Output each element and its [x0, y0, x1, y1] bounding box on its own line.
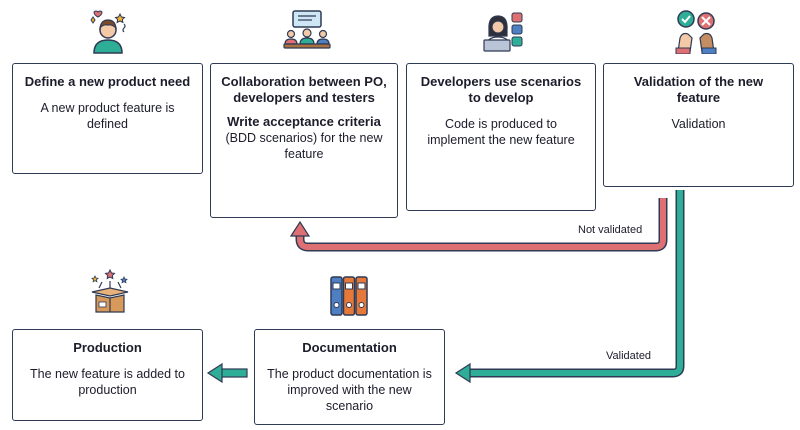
step-documentation-title: Documentation [302, 340, 397, 355]
step-validation-title: Validation of the new feature [633, 74, 764, 105]
step-define-body: A new product feature is defined [40, 101, 175, 131]
not-validated-arrow [289, 198, 668, 252]
not-validated-label: Not validated [578, 224, 643, 236]
binders-icon [330, 276, 368, 316]
step-develop: Developers use scenarios to develop Code… [406, 63, 596, 211]
step-collaboration: Collaboration between PO, developers and… [210, 63, 398, 218]
step-define: Define a new product need A new product … [12, 63, 203, 174]
thumbs-check-cross-icon [675, 10, 717, 54]
person-idea-icon [90, 10, 126, 54]
step-production-body: The new feature is added to production [30, 367, 185, 397]
step-collaboration-bold: Write acceptance criteria [227, 114, 381, 129]
developer-icon [483, 12, 523, 52]
step-production: Production The new feature is added to p… [12, 329, 203, 421]
validated-arrow [454, 190, 685, 384]
meeting-icon [283, 10, 331, 49]
step-documentation-body: The product documentation is improved wi… [267, 367, 432, 413]
step-production-title: Production [73, 340, 142, 355]
gift-box-icon [91, 268, 129, 313]
validated-label: Validated [606, 350, 652, 362]
step-collaboration-title: Collaboration between PO, developers and… [221, 74, 387, 105]
step-documentation: Documentation The product documentation … [254, 329, 445, 425]
step-validation: Validation of the new feature Validation [603, 63, 794, 187]
to-production-arrow [206, 362, 248, 384]
step-collaboration-body: (BDD scenarios) for the new feature [225, 131, 383, 161]
step-validation-body: Validation [671, 117, 726, 131]
step-develop-title: Developers use scenarios to develop [420, 74, 582, 105]
step-define-title: Define a new product need [24, 74, 191, 89]
step-develop-body: Code is produced to implement the new fe… [427, 117, 575, 147]
